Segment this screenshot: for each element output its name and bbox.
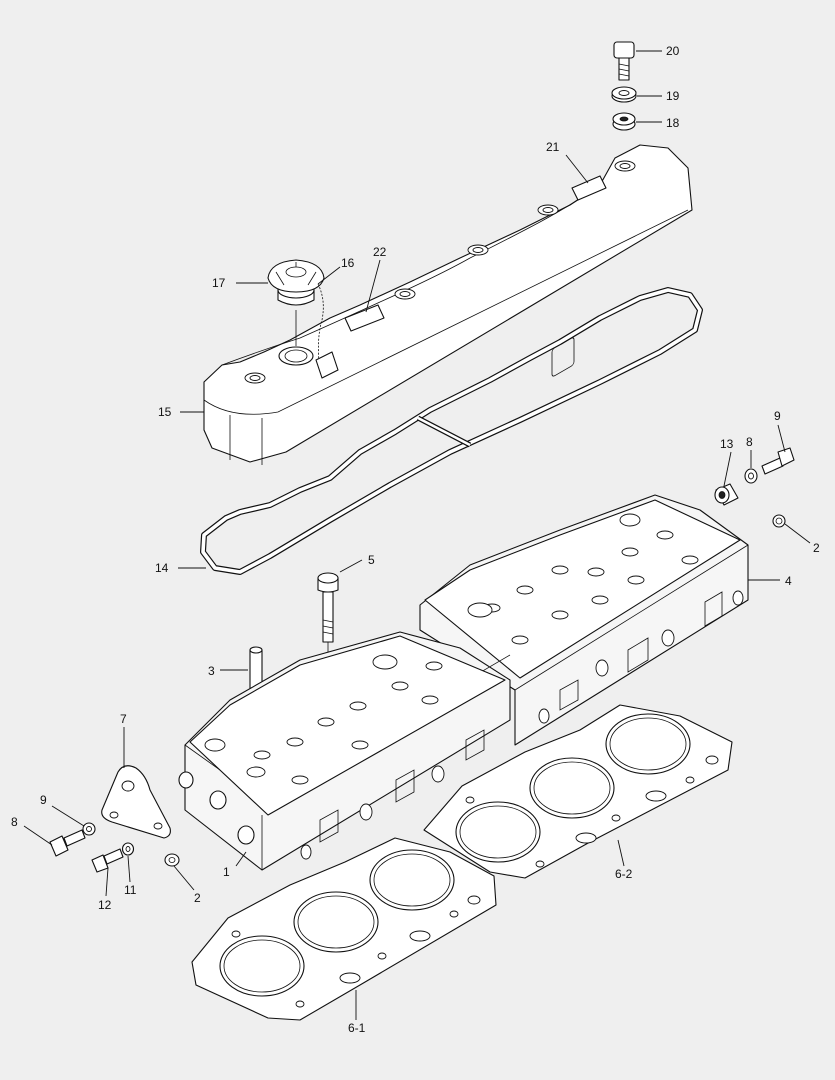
part-cover-gasket-14	[200, 287, 703, 575]
callout-12: 12	[98, 898, 112, 912]
part-bolt-9-upper	[761, 447, 795, 475]
part-washer-19	[611, 86, 637, 103]
callout-19: 19	[666, 89, 680, 103]
part-valve-cover-15	[203, 144, 693, 465]
callout-labels: 20 19 18 21 22 16 17 15 14 13 8 9 2 4 5 …	[11, 44, 820, 1035]
callout-1: 1	[223, 865, 230, 879]
callout-2-lower: 2	[194, 891, 201, 905]
callout-6-1: 6-1	[348, 1021, 366, 1035]
part-bolt-12	[91, 848, 124, 873]
part-grommet-18	[612, 112, 636, 131]
callout-22: 22	[373, 245, 387, 259]
part-head-gasket-6-2	[423, 704, 733, 879]
callout-3: 3	[208, 664, 215, 678]
part-oil-cap-17	[267, 259, 325, 306]
part-seal-13	[714, 483, 739, 506]
part-chain-16	[315, 283, 339, 379]
part-washer-11	[121, 842, 135, 856]
part-washer-9-lower	[82, 822, 96, 836]
callout-18: 18	[666, 116, 680, 130]
callout-17: 17	[212, 276, 226, 290]
callout-7: 7	[120, 712, 127, 726]
callout-6-2: 6-2	[615, 867, 633, 881]
callout-8-upper: 8	[746, 435, 753, 449]
part-bolt-8-lower	[49, 829, 86, 857]
part-cylinder-head-1	[178, 631, 511, 871]
part-plug-2-upper	[772, 514, 786, 528]
callout-14: 14	[155, 561, 169, 575]
callout-9-upper: 9	[774, 409, 781, 423]
part-head-gasket-6-1	[191, 837, 497, 1021]
callout-20: 20	[666, 44, 680, 58]
leader-lines	[23, 50, 811, 1020]
callout-5: 5	[368, 553, 375, 567]
callout-16: 16	[341, 256, 355, 270]
callout-13: 13	[720, 437, 734, 451]
part-plug-2-lower	[164, 853, 180, 867]
part-washer-8-upper	[744, 468, 758, 484]
callout-9-lower: 9	[40, 793, 47, 807]
callout-15: 15	[158, 405, 172, 419]
callout-4: 4	[785, 574, 792, 588]
callout-11: 11	[124, 883, 137, 897]
part-bracket-7	[101, 765, 171, 839]
callout-8-lower: 8	[11, 815, 18, 829]
part-bolt-20	[613, 41, 635, 81]
callout-2-upper: 2	[813, 541, 820, 555]
callout-21: 21	[546, 140, 560, 154]
